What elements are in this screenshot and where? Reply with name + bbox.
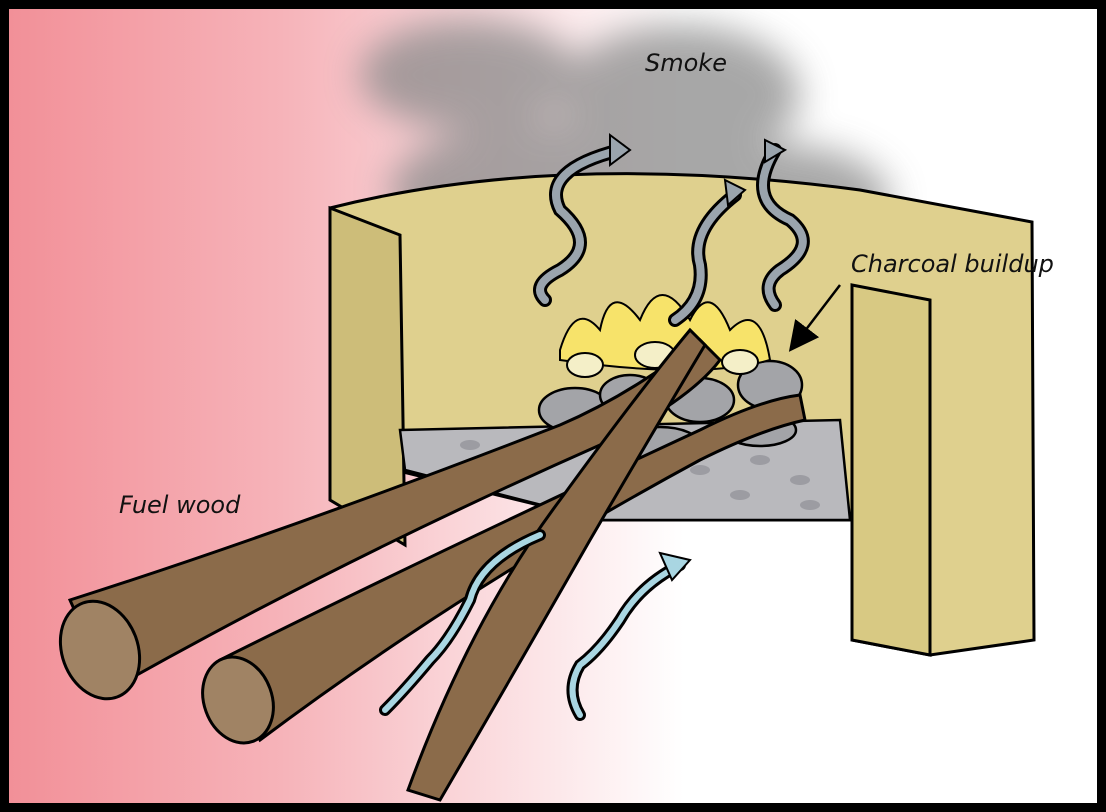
smoke-label: Smoke <box>645 49 727 77</box>
stove-illustration <box>9 9 1099 805</box>
charcoal-buildup-label: Charcoal buildup <box>851 250 1054 278</box>
fuel-wood-label: Fuel wood <box>119 491 240 519</box>
stove-right-wall <box>852 285 930 655</box>
